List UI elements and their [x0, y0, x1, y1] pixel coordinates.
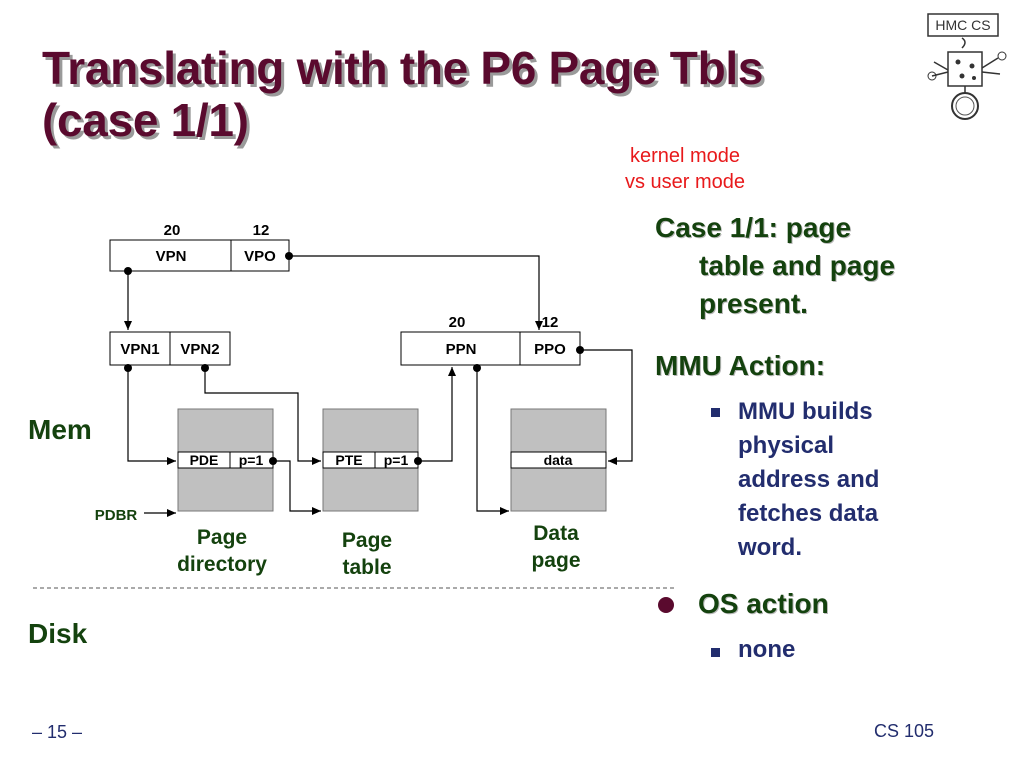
pde-present-flag: p=1	[239, 452, 264, 468]
vpn2-field: VPN2	[180, 341, 219, 358]
page-directory-caption-1: Page	[197, 526, 247, 549]
slide-title-line-1: Translating with the P6 Page Tbls	[42, 42, 764, 94]
case-heading-line-1: Case 1/1: page	[655, 212, 852, 243]
ppo-bit-count: 12	[542, 314, 559, 331]
mmu-action-item: MMU builds physical address and fetches …	[738, 395, 938, 565]
note-line-2: vs user mode	[624, 171, 746, 193]
course-label: CS 105	[874, 721, 935, 741]
data-entry	[510, 451, 607, 469]
os-bullet-square-icon	[711, 648, 720, 657]
os-action-item: none	[738, 636, 796, 663]
disk-label: Disk	[28, 618, 88, 649]
logo-text: HMC CS	[935, 17, 990, 33]
mmu-action-heading: MMU Action:	[655, 350, 826, 381]
slide-title: Translating with the P6 Page Tbls (case …	[42, 42, 763, 146]
vpn-bit-count: 20	[164, 222, 181, 239]
data-page-caption-1: Data	[533, 522, 579, 545]
vpn1-field: VPN1	[120, 341, 159, 358]
pde-label: PDE	[190, 452, 219, 468]
ppn-field: PPN	[446, 341, 477, 358]
os-bullet-dot-icon	[658, 597, 674, 613]
pdbr-label: PDBR	[95, 507, 138, 524]
physical-address-box	[400, 331, 581, 366]
data-label: data	[544, 452, 573, 468]
pte-label: PTE	[335, 452, 362, 468]
mem-label: Mem	[28, 414, 92, 445]
case-heading-line-2: table and page	[699, 250, 896, 281]
mmu-item-line-4: fetches data	[738, 500, 879, 527]
vpo-bit-count: 12	[253, 222, 270, 239]
ppn-bit-count: 20	[449, 314, 466, 331]
page-table-caption-2: table	[342, 556, 391, 579]
page-translation-diagram: 20 12 VPN VPO VPN1 VPN2 20 12 PPN PPO PD…	[33, 222, 676, 589]
mmu-item-line-2: physical	[738, 432, 835, 459]
kernel-user-mode-note: kernel mode vs user mode	[590, 143, 780, 195]
slide-title-line-2: (case 1/1)	[42, 94, 249, 146]
mmu-item-line-3: address and	[738, 466, 880, 493]
connector-dots	[124, 252, 584, 465]
virtual-address-box	[109, 239, 290, 272]
page-number: – 15 –	[32, 722, 83, 742]
case-heading: Case 1/1: page table and page present.	[655, 209, 1015, 323]
ppo-field: PPO	[534, 341, 566, 358]
os-action-heading: OS action	[698, 588, 829, 619]
case-heading-line-3: present.	[699, 288, 808, 319]
mmu-bullet-square-icon	[711, 408, 720, 417]
vpn-field: VPN	[156, 248, 187, 265]
page-directory-caption-2: directory	[177, 553, 267, 576]
connector-lines	[124, 255, 633, 517]
vpo-field: VPO	[244, 248, 276, 265]
note-line-1: kernel mode	[629, 145, 741, 167]
pte-present-flag: p=1	[384, 452, 409, 468]
data-page-caption-2: page	[531, 549, 580, 572]
page-table-caption-1: Page	[342, 529, 392, 552]
mmu-item-line-5: word.	[738, 534, 802, 561]
hmc-cs-logo: HMC CS	[922, 10, 1014, 122]
mmu-item-line-1: MMU builds	[738, 398, 873, 425]
